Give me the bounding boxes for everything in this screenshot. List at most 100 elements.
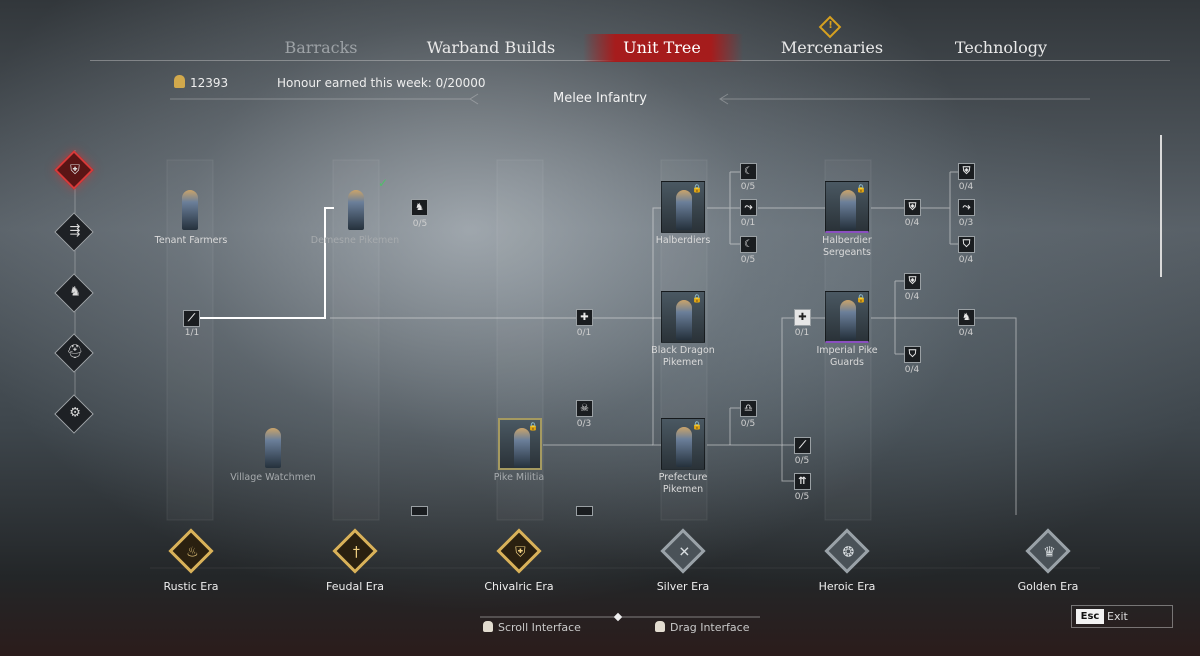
perk-count: 0/5 [412,219,428,229]
perk-count: 0/3 [576,419,592,429]
arrows-icon: ⇶ [69,223,81,239]
crescent-perk-icon[interactable]: ☾ [740,163,757,180]
spear-perk-icon[interactable]: ⟋ [183,310,200,327]
unit-halberdiers[interactable]: 🔒 [661,181,705,233]
honour-balance: 12393 [190,76,229,90]
unit-imperial-pike-guards[interactable]: 🔒 [825,291,869,343]
era-label-heroic: Heroic Era [818,580,876,593]
unlocked-check-icon: ✓ [377,176,388,190]
era-label-silver: Silver Era [656,580,710,593]
shield-perk-icon[interactable]: ⛨ [904,199,921,216]
helmet-icon: ⛑ [66,344,84,360]
category-title: Melee Infantry [553,91,647,106]
perk-count: 0/4 [904,218,920,228]
perk-count: 0/3 [958,218,974,228]
partial-perk-icon[interactable] [576,506,593,516]
arrows-perk-icon[interactable]: ⇈ [794,473,811,490]
horse-perk-icon[interactable]: ♞ [958,309,975,326]
perk-count: 0/4 [958,255,974,265]
perk-count: 0/4 [904,292,920,302]
spear-perk-icon[interactable]: ⟋ [794,437,811,454]
perk-count: 0/1 [740,218,756,228]
unit-prefecture-pikemen[interactable]: 🔒 [661,418,705,470]
crescent-perk-icon[interactable]: ☾ [740,236,757,253]
honour-icon [174,75,185,88]
mouse-icon [655,621,665,632]
unit-halberdier-sergeants[interactable]: 🔒 [825,181,869,233]
tab-unit-tree[interactable]: Unit Tree [623,38,701,57]
era-label-rustic: Rustic Era [163,580,219,593]
unit-portrait [676,300,692,340]
unit-label-demesne-pikemen: Demesne Pikemen [310,235,400,246]
unit-label-pike-militia: Pike Militia [493,472,545,483]
unit-portrait [514,428,530,468]
unit-demesne-pikemen[interactable]: ✓ [334,176,388,234]
perk-count: 0/1 [576,328,592,338]
scroll-hint: Scroll Interface [483,621,581,634]
unit-portrait [676,190,692,230]
unit-portrait [676,427,692,467]
lock-icon: 🔒 [856,184,866,193]
horse-perk-icon[interactable]: ♞ [411,199,428,216]
era-label-feudal: Feudal Era [326,580,384,593]
unit-portrait [182,190,198,230]
active-tab-highlight [583,34,743,62]
unit-portrait [265,428,281,468]
drag-hint: Drag Interface [655,621,749,634]
perk-count: 0/5 [794,456,810,466]
perk-count: 1/1 [184,328,200,338]
cross-perk-icon[interactable]: ✚ [576,309,593,326]
exit-button[interactable]: Esc Exit [1071,605,1173,628]
crossed-swords-icon: ✕ [678,544,691,561]
unit-village-watchmen[interactable] [251,420,295,472]
honour-weekly-progress: Honour earned this week: 0/20000 [277,76,486,90]
unit-black-dragon-pikemen[interactable]: 🔒 [661,291,705,343]
unit-label-tenant-farmers: Tenant Farmers [154,235,228,246]
tab-barracks[interactable]: Barracks [284,38,358,57]
perk-count: 0/5 [740,255,756,265]
perk-count: 0/5 [794,492,810,502]
shield-perk-icon[interactable]: ⛉ [904,346,921,363]
lock-icon: 🔒 [692,421,702,430]
tab-technology[interactable]: Technology [954,38,1048,57]
running-perk-icon[interactable]: ⤳ [958,199,975,216]
shield-perk-icon[interactable]: ⛨ [958,163,975,180]
era-label-golden: Golden Era [1017,580,1079,593]
lock-icon: 🔒 [692,294,702,303]
sword-icon: † [352,544,360,561]
skull-perk-icon[interactable]: ☠ [576,400,593,417]
partial-perk-icon[interactable] [411,506,428,516]
running-perk-icon[interactable]: ⤳ [740,199,757,216]
shield-perk-icon[interactable]: ⛉ [958,236,975,253]
lock-icon: 🔒 [692,184,702,193]
perk-count: 0/5 [740,419,756,429]
perk-count: 0/4 [904,365,920,375]
unit-tenant-farmers[interactable] [168,182,212,234]
tab-mercenaries[interactable]: Mercenaries [780,38,884,57]
crown-icon: ♛ [1043,544,1056,561]
mouse-icon [483,621,493,632]
shield-perk-icon[interactable]: ⛨ [904,273,921,290]
lock-icon: 🔒 [856,294,866,303]
bell-perk-icon[interactable]: ♎ [740,400,757,417]
vertical-scrollbar[interactable] [1160,135,1162,277]
perk-count: 0/4 [958,182,974,192]
unit-pike-militia[interactable]: 🔒 [498,418,542,470]
unit-portrait [348,190,364,230]
era-label-chivalric: Chivalric Era [484,580,554,593]
esc-key: Esc [1076,609,1104,624]
lock-icon: 🔒 [528,422,538,431]
exit-label: Exit [1107,610,1128,623]
cross-perk-icon[interactable]: ✚ [794,309,811,326]
unit-portrait [840,190,856,230]
crest-icon: ❂ [842,544,855,561]
helm-icon: ⛨ [515,544,526,561]
perk-count: 0/1 [794,328,810,338]
unit-label-halberdiers: Halberdiers [655,235,711,246]
tab-warband-builds[interactable]: Warband Builds [426,38,556,57]
